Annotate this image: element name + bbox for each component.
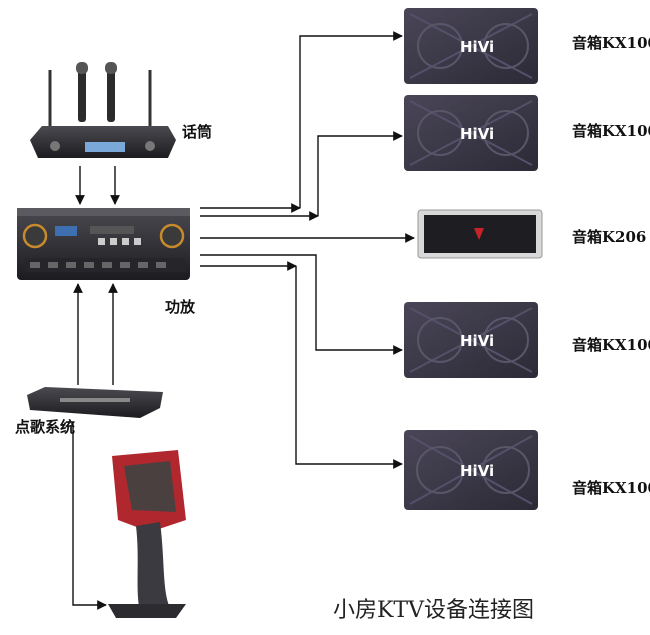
speaker-5-label: 音箱KX100 bbox=[572, 479, 650, 497]
wireless-microphone-receiver bbox=[30, 62, 176, 158]
speaker-k206 bbox=[417, 209, 543, 259]
speaker-3-label: 音箱K206 bbox=[572, 228, 646, 246]
amplifier-unit bbox=[17, 208, 190, 280]
song-system-unit bbox=[27, 387, 163, 418]
speaker-2-label: 音箱KX100 bbox=[572, 122, 650, 140]
speaker-brand: HiVi bbox=[460, 462, 494, 480]
amplifier-label: 功放 bbox=[165, 298, 196, 316]
speaker-kx100-4: HiVi bbox=[404, 430, 538, 510]
speaker-kx100-3: HiVi bbox=[404, 302, 538, 378]
touch-screen-kiosk bbox=[108, 450, 186, 618]
speaker-4-label: 音箱KX100 bbox=[572, 336, 650, 354]
speaker-1-label: 音箱KX100 bbox=[572, 34, 650, 52]
speaker-brand: HiVi bbox=[460, 38, 494, 56]
speaker-brand: HiVi bbox=[460, 332, 494, 350]
diagram-title: 小房KTV设备连接图 bbox=[333, 598, 534, 623]
song-system-label: 点歌系统 bbox=[15, 418, 75, 436]
speaker-kx100-1: HiVi bbox=[404, 8, 538, 84]
microphone-label: 话筒 bbox=[182, 123, 212, 141]
speaker-brand: HiVi bbox=[460, 125, 494, 143]
song-to-touchscreen-wire bbox=[72, 422, 107, 610]
output-wires bbox=[200, 31, 415, 469]
speaker-kx100-2: HiVi bbox=[404, 95, 538, 171]
